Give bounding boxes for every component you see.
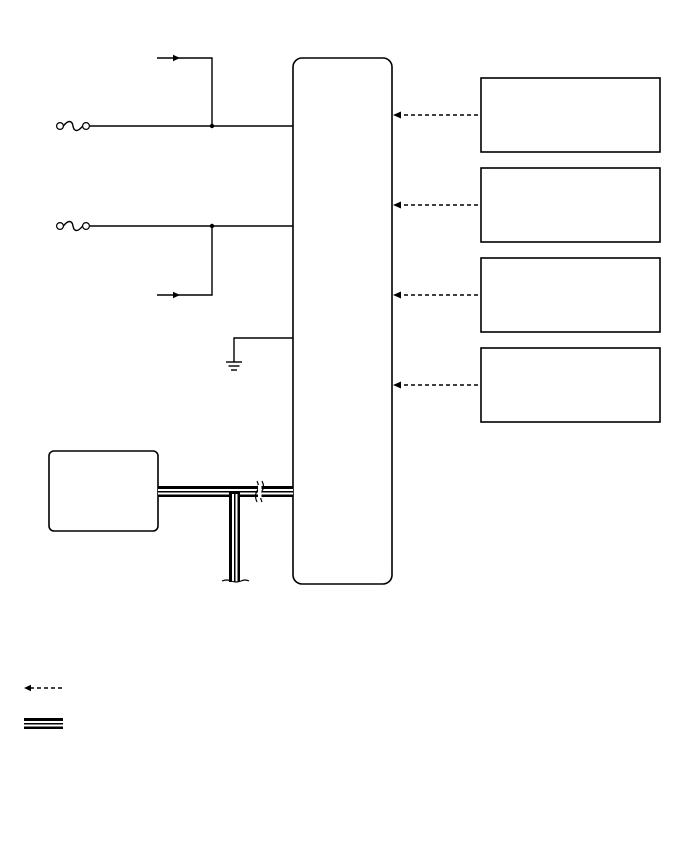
connector-module-block — [48, 450, 159, 532]
ground-wire — [226, 337, 293, 371]
arrow-head-icon — [173, 54, 180, 62]
sensor-block-4 — [393, 347, 661, 423]
communication-bus — [158, 480, 293, 583]
arrow-head-icon — [393, 291, 401, 299]
sensor-block-3 — [393, 257, 661, 333]
arrow-head-icon — [393, 111, 401, 119]
power-wire-1 — [55, 54, 293, 132]
fuse-icon — [55, 220, 90, 232]
legend-signal-line — [24, 684, 62, 692]
legend-bus-line — [24, 718, 63, 729]
arrow-head-icon — [393, 201, 401, 209]
sensor-block-2 — [393, 167, 661, 243]
wire-break-icon — [221, 579, 250, 583]
sensor-block-1 — [393, 77, 661, 153]
fuse-icon — [55, 120, 90, 132]
arrow-head-icon — [24, 684, 31, 692]
junction-node — [209, 123, 215, 129]
ground-icon — [226, 361, 242, 371]
legend — [24, 684, 63, 729]
arrow-head-icon — [393, 381, 401, 389]
central-ecu-block — [292, 57, 393, 585]
power-wire-2 — [55, 220, 293, 299]
wire-break-icon — [254, 480, 265, 503]
junction-node — [209, 223, 215, 229]
arrow-head-icon — [173, 291, 180, 299]
